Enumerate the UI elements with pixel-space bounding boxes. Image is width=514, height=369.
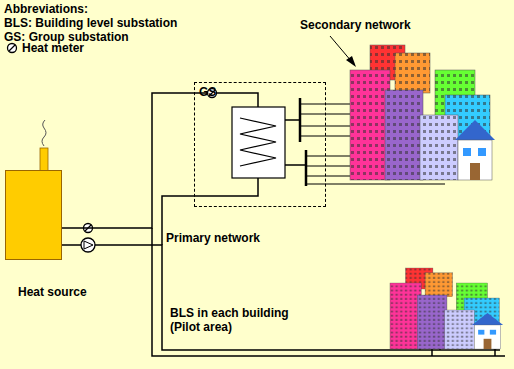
primary-pipe: [62, 93, 194, 228]
group-substation-box: GS: [194, 82, 326, 207]
abbreviation-text: BLS: Building level substation: [4, 16, 177, 30]
node-title: GS: [195, 83, 325, 101]
legend-text: Heat meter: [22, 41, 84, 55]
pilot-area-label: BLS in each building (Pilot area): [170, 306, 310, 334]
heat-source-building: Heat source: [5, 170, 62, 260]
node-caption: Heat source: [18, 285, 87, 299]
network-label: Primary network: [166, 231, 260, 245]
network-label: Secondary network: [300, 18, 411, 32]
abbreviations-heading: Abbreviations:: [4, 2, 88, 16]
